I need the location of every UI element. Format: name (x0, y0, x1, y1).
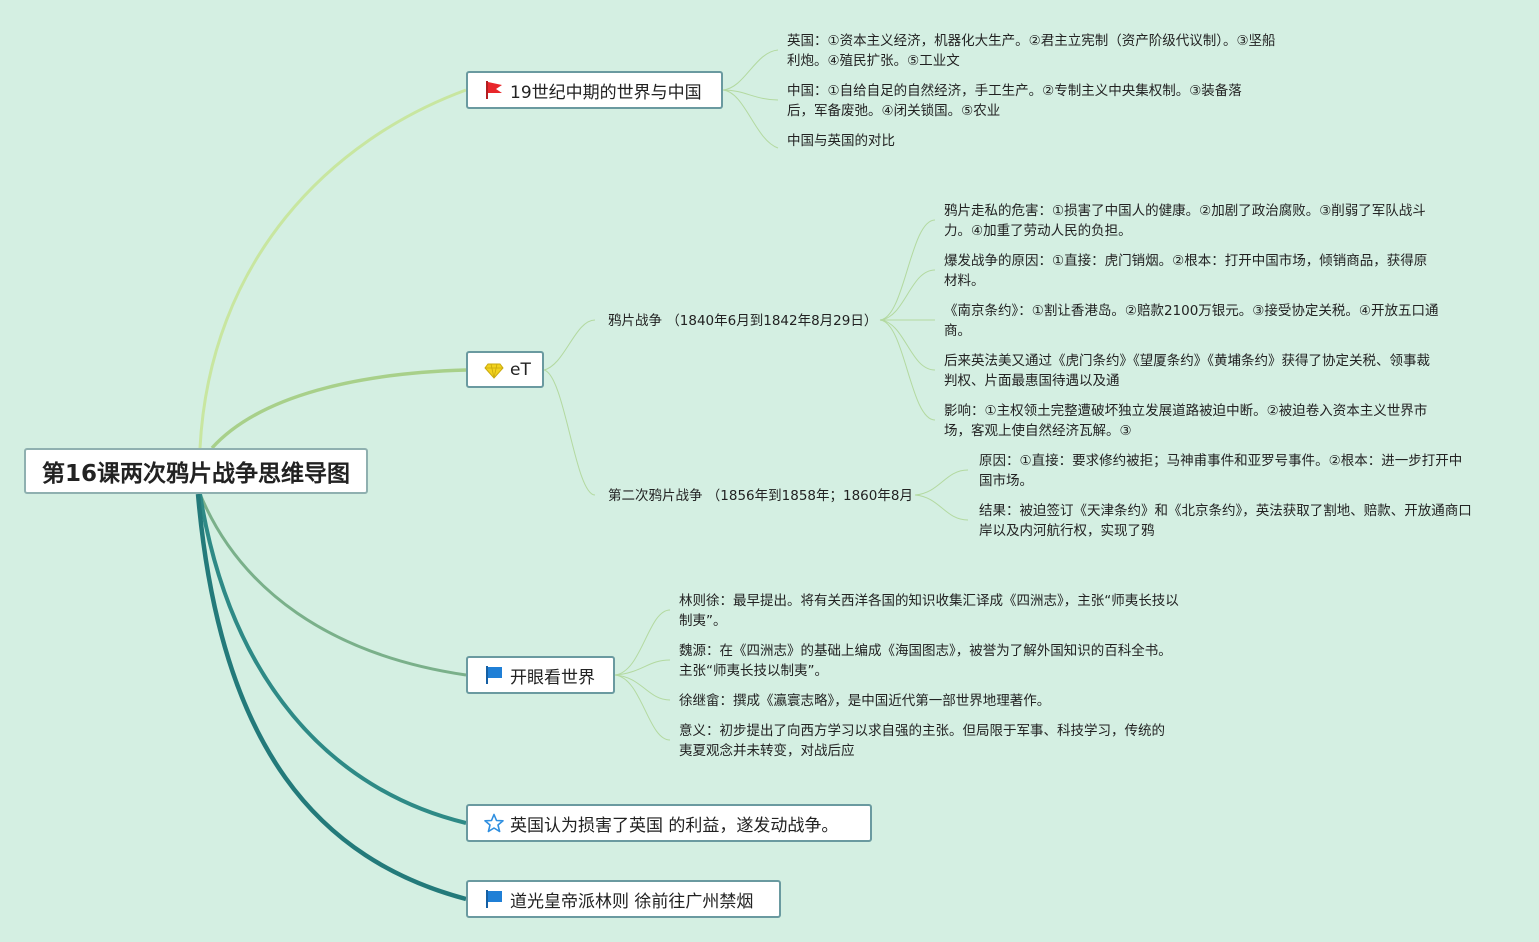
branch-label: 英国认为损害了英国 的利益，遂发动战争。 (510, 815, 839, 836)
branch-britain-war[interactable]: 英国认为损害了英国 的利益，遂发动战争。 (466, 804, 872, 842)
branch-label: 开眼看世界 (510, 667, 595, 688)
connector-branch-2 (210, 368, 467, 450)
leaf-nanjing-treaty[interactable]: 《南京条约》：①割让香港岛。②赔款2100万银元。③接受协定关税。④开放五口通商… (944, 303, 1439, 339)
root-title: 第16课两次鸦片战争思维导图 (41, 461, 350, 487)
star-icon (484, 813, 504, 833)
branch-3-leaf-connectors (614, 609, 671, 741)
branch-1-leaf-connectors (722, 49, 779, 149)
branch-label: eT (510, 359, 531, 380)
blue-flag-icon (484, 665, 504, 685)
leaf-lin-zexu[interactable]: 林则徐：最早提出。将有关西洋各国的知识收集汇译成《四洲志》，主张“师夷长技以制夷… (679, 593, 1179, 629)
diamond-icon (484, 360, 504, 380)
red-flag-icon (484, 80, 504, 100)
leaf-wei-yuan[interactable]: 魏源：在《四洲志》的基础上编成《海国图志》，被誉为了解外国知识的百科全书。主张“… (679, 643, 1172, 679)
leaf-smuggling-harm[interactable]: 鸦片走私的危害：①损害了中国人的健康。②加剧了政治腐败。③削弱了军队战斗力。④加… (944, 203, 1426, 239)
branch-open-eyes[interactable]: 开眼看世界 (466, 656, 615, 694)
sub-2-leaf-connectors (914, 469, 969, 521)
leaf-britain[interactable]: 英国：①资本主义经济，机器化大生产。②君主立宪制（资产阶级代议制）。③坚船利炮。… (787, 33, 1276, 69)
branch-label: 道光皇帝派林则 徐前往广州禁烟 (510, 891, 754, 912)
connector-branch-5 (195, 493, 467, 902)
sub-second-opium-war[interactable]: 第二次鸦片战争 （1856年到1858年；1860年8月 (608, 488, 913, 504)
leaf-impact[interactable]: 影响：①主权领土完整遭破坏独立发展道路被迫中断。②被迫卷入资本主义世界市场，客观… (944, 403, 1428, 439)
blue-flag-icon (484, 889, 504, 909)
leaf-significance[interactable]: 意义：初步提出了向西方学习以求自强的主张。但局限于军事、科技学习，传统的夷夏观念… (679, 723, 1165, 759)
sub-1-leaf-connectors (879, 219, 936, 421)
connector-branch-3 (198, 493, 467, 677)
branch-daoguang[interactable]: 道光皇帝派林则 徐前往广州禁烟 (466, 880, 781, 918)
branch-et[interactable]: eT (466, 351, 544, 388)
leaf-china[interactable]: 中国：①自给自足的自然经济，手工生产。②专制主义中央集权制。③装备落后，军备废弛… (787, 83, 1242, 119)
leaf-second-causes[interactable]: 原因：①直接：要求修约被拒；马神甫事件和亚罗号事件。②根本：进一步打开中国市场。 (979, 453, 1463, 489)
leaf-second-results[interactable]: 结果：被迫签订《天津条约》和《北京条约》，英法获取了割地、赔款、开放通商口岸以及… (979, 503, 1472, 539)
leaf-comparison[interactable]: 中国与英国的对比 (787, 133, 895, 149)
branch-world-and-china[interactable]: 19世纪中期的世界与中国 (466, 71, 723, 109)
connector-branch-1 (198, 88, 467, 449)
root-topic[interactable]: 第16课两次鸦片战争思维导图 (24, 448, 368, 494)
connector-branch-4 (198, 493, 467, 825)
branch-2-sub-connectors (543, 319, 596, 496)
sub-first-opium-war[interactable]: 鸦片战争 （1840年6月到1842年8月29日） (608, 313, 878, 329)
leaf-war-causes[interactable]: 爆发战争的原因：①直接：虎门销烟。②根本：打开中国市场，倾销商品，获得原材料。 (944, 253, 1428, 289)
branch-label: 19世纪中期的世界与中国 (510, 82, 702, 103)
leaf-later-treaties[interactable]: 后来英法美又通过《虎门条约》《望厦条约》《黄埔条约》获得了协定关税、领事裁判权、… (944, 353, 1430, 389)
leaf-xu-jiyu[interactable]: 徐继畲：撰成《瀛寰志略》，是中国近代第一部世界地理著作。 (679, 693, 1051, 709)
